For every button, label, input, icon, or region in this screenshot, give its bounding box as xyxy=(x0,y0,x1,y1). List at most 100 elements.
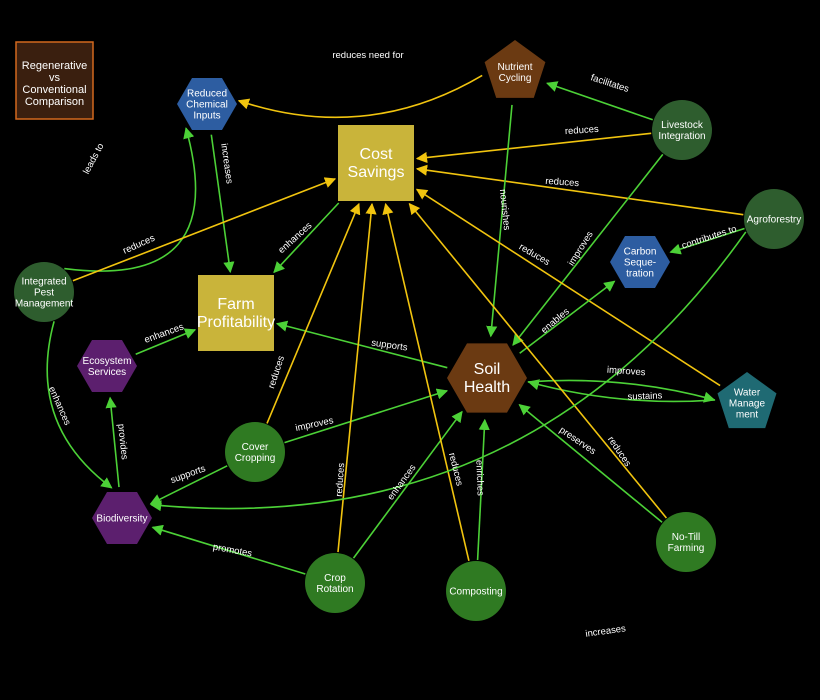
edge-soil-water xyxy=(527,379,716,403)
node-shape-carbon xyxy=(610,236,670,288)
node-shape-crop xyxy=(305,553,365,613)
node-agro[interactable]: Agroforestry xyxy=(744,189,804,249)
edge-label-compost-cost: reduces xyxy=(446,452,465,488)
node-shape-reduced xyxy=(177,78,237,130)
node-label-reduced: Inputs xyxy=(193,111,220,122)
edge-compost-soil xyxy=(476,418,490,561)
edge-livestock-nutrient xyxy=(546,81,653,121)
edge-cover-bio xyxy=(149,465,228,505)
edge-eco-farm xyxy=(135,328,197,355)
node-label-cover: Cover xyxy=(242,442,269,453)
title-line-1: Regenerative xyxy=(22,60,87,72)
edge-ipm-bio xyxy=(46,321,113,489)
node-shape-nutrient xyxy=(484,40,546,98)
edge-cover-cost xyxy=(266,202,361,424)
edge-compost-cost xyxy=(382,202,470,561)
edge-cover-soil xyxy=(284,388,449,444)
edge-label-crop-bio: promotes xyxy=(212,542,253,560)
edge-ipm-cost xyxy=(72,177,337,282)
node-label-carbon: tration xyxy=(626,269,654,280)
edge-label-soil-water: improves xyxy=(607,365,646,379)
node-label-reduced: Reduced xyxy=(187,89,227,100)
edge-soil-carbon xyxy=(519,280,616,354)
node-label-carbon: Carbon xyxy=(624,247,657,258)
edge-label-soil-carbon: enables xyxy=(539,306,572,336)
title-box: Regenerative vs Conventional Comparison xyxy=(15,41,94,120)
node-label-ipm: Management xyxy=(15,299,74,310)
edge-water-soil xyxy=(527,379,716,403)
edge-label-reduced-farm: increases xyxy=(218,143,235,185)
node-label-carbon: Seque- xyxy=(624,258,656,269)
edge-reduced-farm xyxy=(210,134,235,274)
node-label-bio: Biodiversity xyxy=(96,514,147,525)
node-label-farm: Farm xyxy=(217,296,254,313)
edge-label-livestock-cost: reduces xyxy=(565,124,600,137)
node-shape-eco xyxy=(77,340,137,392)
edge-label-ipm-bio: enhances xyxy=(46,385,73,427)
node-bio[interactable]: Biodiversity xyxy=(92,492,152,544)
node-shape-notill xyxy=(656,512,716,572)
edge-label-cost-farm: enhances xyxy=(276,220,314,256)
edge-label-cover-soil: improves xyxy=(294,415,334,434)
node-label-nutrient: Nutrient xyxy=(497,62,532,73)
edge-label-soil-farm: supports xyxy=(371,338,409,354)
node-shape-ipm xyxy=(14,262,74,322)
node-shape-agro xyxy=(744,189,804,249)
node-label-cost: Savings xyxy=(348,164,405,181)
edge-notill-soil xyxy=(518,403,663,523)
edge-agro-carbon xyxy=(669,227,745,255)
edge-label-water-cost: reduces xyxy=(517,242,552,269)
edge-ipm-reduced xyxy=(64,127,197,272)
node-label-eco: Ecosystem xyxy=(83,356,132,367)
edge-livestock-soil xyxy=(512,153,664,346)
edge-label-livestock-soil: improves xyxy=(566,229,596,268)
edge-water-cost xyxy=(415,188,721,387)
node-label-livestock: Livestock xyxy=(661,120,704,131)
edges-layer xyxy=(46,74,747,575)
edge-label-agro-bio: increases xyxy=(585,623,627,640)
edge-nutrient-reduced xyxy=(237,74,483,119)
edge-label-notill-cost: reduces xyxy=(605,435,633,469)
node-label-cost: Cost xyxy=(360,146,393,163)
node-label-cover: Cropping xyxy=(235,453,276,464)
title-line-4: Comparison xyxy=(25,96,84,108)
node-label-soil: Health xyxy=(464,379,510,396)
node-label-crop: Crop xyxy=(324,573,346,584)
node-label-farm: Profitability xyxy=(197,314,275,331)
node-label-eco: Services xyxy=(88,367,126,378)
edge-label-ipm-cost: reduces xyxy=(121,233,157,257)
edge-label-livestock-nutrient: facilitates xyxy=(589,72,630,95)
node-shape-cover xyxy=(225,422,285,482)
edge-label-water-soil: sustains xyxy=(627,390,662,402)
node-shape-water xyxy=(717,372,777,429)
edge-label-ipm-reduced: leads to xyxy=(81,142,106,177)
edge-label-crop-cost: reduces xyxy=(334,462,347,497)
edge-label-nutrient-reduced: reduces need for xyxy=(332,50,403,61)
node-label-ipm: Integrated xyxy=(21,277,66,288)
node-label-soil: Soil xyxy=(474,361,501,378)
edge-crop-bio xyxy=(151,524,306,575)
node-shape-farm xyxy=(198,275,274,351)
node-label-water: Water xyxy=(734,388,761,399)
node-compost[interactable]: Composting xyxy=(446,561,506,621)
title-line-2: vs xyxy=(49,72,61,84)
edge-crop-cost xyxy=(337,202,377,553)
edge-agro-cost xyxy=(415,164,744,216)
edge-bio-eco xyxy=(105,396,120,488)
edge-label-agro-cost: reduces xyxy=(545,176,580,189)
edge-label-cover-bio: supports xyxy=(169,463,207,486)
node-label-water: Manage xyxy=(729,399,766,410)
